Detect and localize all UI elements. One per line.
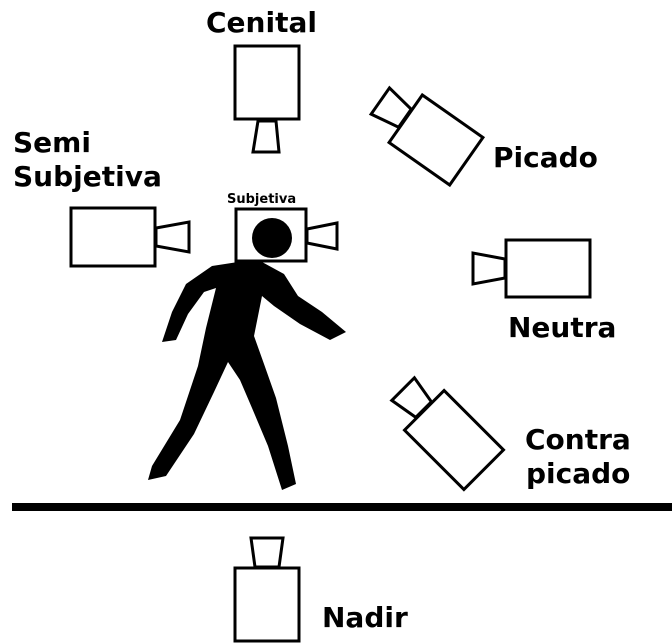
- label-contra: Contra: [525, 423, 631, 456]
- camera-semi-subjetiva-icon: [69, 206, 191, 268]
- label-semi-subjetiva: Subjetiva: [13, 160, 162, 193]
- ground-line: [12, 503, 672, 511]
- label-nadir: Nadir: [322, 601, 408, 634]
- walking-person-figure: [148, 218, 346, 490]
- camera-picado-icon: [368, 85, 486, 188]
- camera-contra-picado-icon: [389, 375, 506, 492]
- camera-neutra-icon: [471, 238, 592, 299]
- label-contra-picado: picado: [526, 457, 631, 490]
- label-neutra: Neutra: [508, 311, 617, 344]
- label-cenital: Cenital: [206, 6, 317, 39]
- camera-cenital-icon: [233, 44, 301, 154]
- label-subjetiva: Subjetiva: [227, 192, 297, 207]
- label-semi: Semi: [13, 126, 91, 159]
- label-picado: Picado: [493, 141, 598, 174]
- person-body: [148, 262, 346, 490]
- person-head: [252, 218, 292, 258]
- camera-nadir-icon: [233, 536, 301, 643]
